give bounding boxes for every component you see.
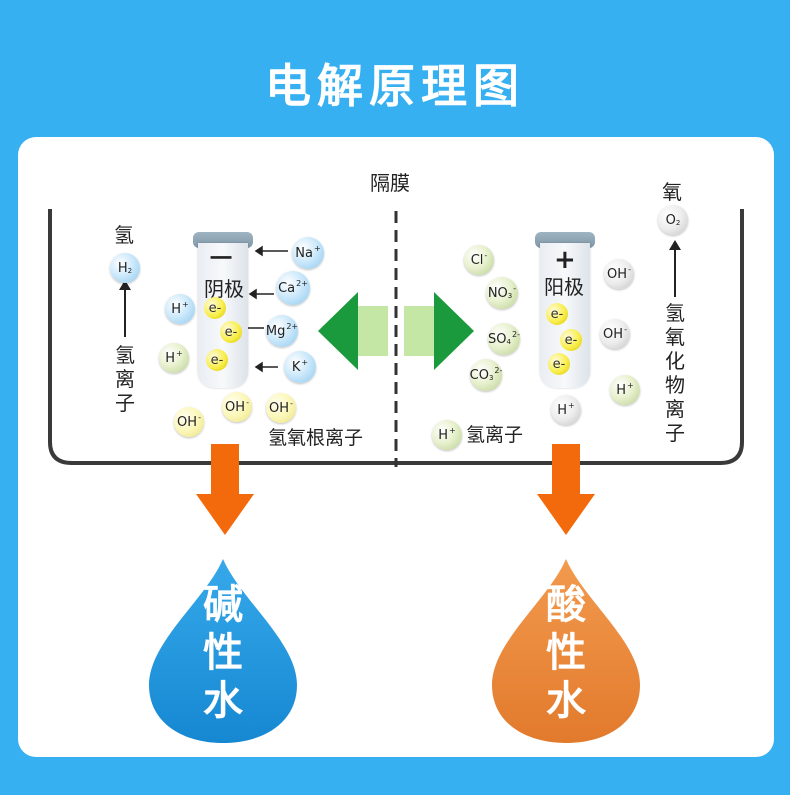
anode-label: 阳极: [544, 275, 584, 299]
cathode-label: 阴极: [204, 277, 244, 301]
h-ion: H+: [159, 343, 189, 373]
hydroxide-ion-label: 氢氧根离子: [268, 427, 364, 449]
electron: e-: [204, 297, 226, 319]
oxygen-label: 氧: [662, 180, 682, 204]
acidic-water-label: 酸性水: [546, 582, 586, 724]
h-ion: H+: [432, 420, 462, 450]
k-ion: K+: [284, 351, 316, 383]
green-arrow-left: [318, 292, 388, 370]
hydrogen-ion-label: 氢离子: [466, 424, 524, 446]
green-arrow-right: [404, 292, 474, 370]
electron: e-: [548, 353, 570, 375]
electron: e-: [560, 329, 582, 351]
orange-arrow-right: [537, 444, 595, 535]
cathode-sign: 一: [210, 247, 233, 272]
electron: e-: [546, 303, 568, 325]
oh-ion: OH-: [604, 259, 634, 289]
hydroxide-vertical-label: 氢氧化物离子: [665, 301, 685, 445]
membrane-label: 隔膜: [370, 171, 410, 195]
alkaline-water-label: 碱性水: [203, 582, 243, 724]
na-ion: Na+: [292, 237, 324, 269]
hydrogen-ion-vertical-label: 氢离子: [115, 343, 135, 415]
anode-sign: +: [554, 245, 576, 275]
oh-ion: OH-: [222, 392, 252, 422]
electron: e-: [220, 321, 242, 343]
hydrogen-label: 氢: [114, 223, 134, 247]
orange-arrow-left: [196, 444, 254, 535]
page-title: 电解原理图: [265, 59, 525, 113]
electrolysis-tank: [48, 209, 744, 743]
cl-ion: Cl-: [464, 245, 494, 275]
alkaline-water-drop: [149, 559, 297, 743]
h-ion: H+: [610, 375, 640, 405]
oh-ion: OH-: [600, 319, 630, 349]
h-ion: H+: [551, 395, 581, 425]
h-ion: H+: [165, 294, 195, 324]
acidic-water-drop: [492, 559, 640, 743]
oh-ion: OH-: [266, 393, 296, 423]
electron: e-: [206, 349, 228, 371]
oh-ion: OH-: [174, 407, 204, 437]
